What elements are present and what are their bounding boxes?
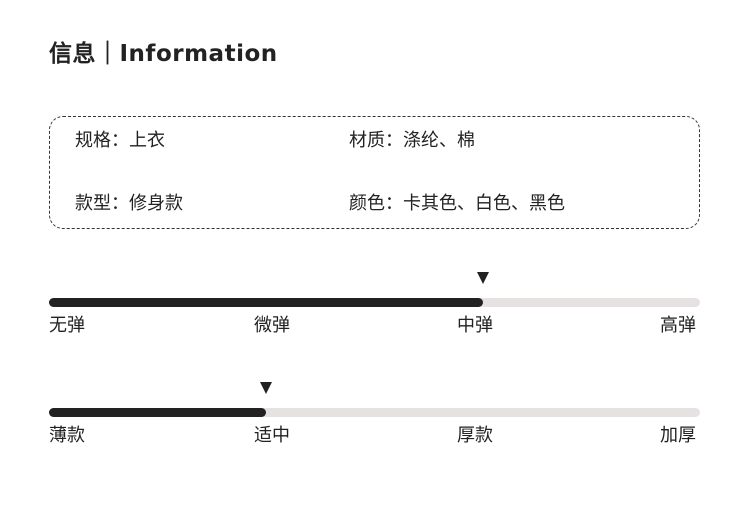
thickness-track: [49, 408, 700, 417]
elasticity-label-none: 无弹: [49, 315, 85, 336]
thickness-label-extra-thick: 加厚: [660, 425, 696, 446]
thickness-marker-icon: [260, 382, 272, 394]
elasticity-fill: [49, 298, 483, 307]
elasticity-label-medium: 中弹: [457, 315, 493, 336]
elasticity-marker-icon: [477, 272, 489, 284]
info-colors: 颜色：卡其色、白色、黑色: [349, 193, 565, 214]
info-style: 规格：上衣: [75, 130, 165, 151]
thickness-label-thin: 薄款: [49, 425, 85, 446]
thickness-label-moderate: 适中: [254, 425, 290, 446]
elasticity-label-slight: 微弹: [254, 315, 290, 336]
thickness-label-thick: 厚款: [457, 425, 493, 446]
info-card: 规格：上衣 材质：涤纶、棉 款型：修身款 颜色：卡其色、白色、黑色: [49, 116, 700, 229]
elasticity-label-high: 高弹: [660, 315, 696, 336]
thickness-fill: [49, 408, 266, 417]
section-title: 信息｜Information: [49, 41, 278, 67]
info-fit: 款型：修身款: [75, 193, 183, 214]
info-material: 材质：涤纶、棉: [349, 130, 475, 151]
